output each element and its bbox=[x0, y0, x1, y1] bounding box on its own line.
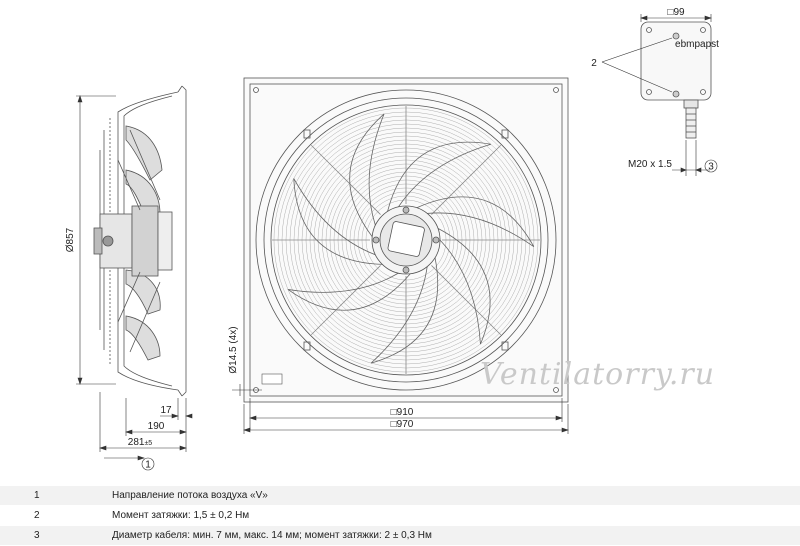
note-text: Диаметр кабеля: мин. 7 мм, макс. 14 мм; … bbox=[108, 525, 800, 546]
dim-17-label: 17 bbox=[160, 405, 172, 416]
side-view bbox=[93, 85, 187, 397]
note-text: Момент затяжки: 1,5 ± 0,2 Нм bbox=[112, 510, 250, 521]
note-row: 2 Момент затяжки: 1,5 ± 0,2 Нм bbox=[0, 506, 800, 526]
fan-blade bbox=[437, 227, 491, 345]
side-dimensions bbox=[76, 95, 193, 471]
fan-blade bbox=[370, 256, 439, 364]
note-text: Направление потока воздуха «V» bbox=[108, 486, 800, 506]
fan-blades bbox=[287, 113, 535, 364]
dim-190-label: 190 bbox=[148, 421, 165, 432]
dim-910-label: □910 bbox=[391, 407, 414, 418]
note-number: 2 bbox=[34, 510, 40, 521]
diameter-label: Ø857 bbox=[65, 227, 76, 252]
watermark: Ventilatorry.ru bbox=[480, 357, 715, 392]
terminal-box-view bbox=[640, 21, 712, 139]
guard-grid bbox=[272, 106, 540, 374]
fan-blade bbox=[415, 196, 535, 248]
callout-2: 2 bbox=[591, 58, 597, 69]
note-number: 1 bbox=[0, 486, 108, 506]
guard-strut bbox=[431, 265, 502, 336]
fan-blade bbox=[349, 113, 385, 238]
guard-strut bbox=[431, 144, 502, 215]
front-dimensions bbox=[232, 384, 569, 434]
fan-blade bbox=[386, 141, 492, 213]
guard-strut bbox=[310, 144, 381, 215]
note-number: 3 bbox=[0, 525, 108, 546]
rating-plate bbox=[261, 373, 283, 385]
fan-blade bbox=[287, 272, 412, 311]
terminal-box-dimensions bbox=[601, 14, 718, 176]
box-width-label: □99 bbox=[667, 7, 685, 18]
dim-281-label: 281±5 bbox=[128, 437, 153, 448]
dim-970-label: □970 bbox=[391, 419, 414, 430]
thread-label: M20 x 1.5 bbox=[628, 159, 672, 170]
guard-strut bbox=[310, 265, 381, 336]
fan-technical-drawing: Ø857 17 190 281±5 1 bbox=[65, 7, 719, 471]
callout-1: 1 bbox=[145, 460, 151, 471]
hole-diameter-label: Ø14.5 (4x) bbox=[228, 326, 239, 373]
motor-hub bbox=[371, 205, 441, 275]
callout-3: 3 bbox=[708, 162, 714, 173]
box-brand-label: ebmpapst bbox=[675, 39, 719, 50]
fan-blade bbox=[293, 178, 384, 265]
